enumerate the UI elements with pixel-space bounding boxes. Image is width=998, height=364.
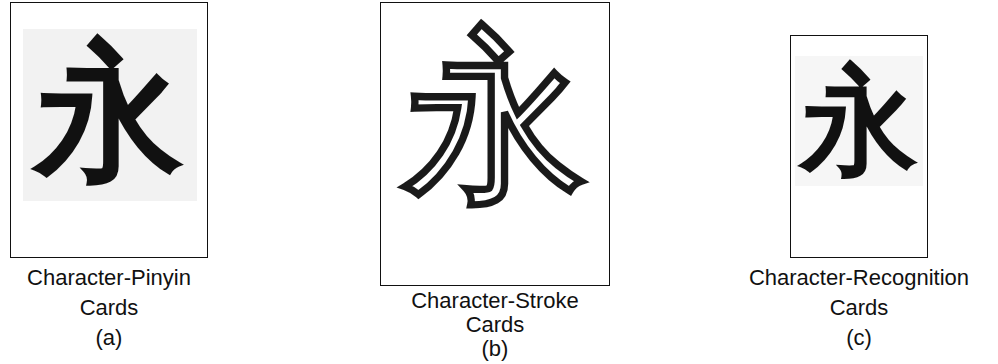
caption-letter: (c) — [739, 323, 979, 353]
caption-title: Character-Recognition Cards — [739, 263, 979, 323]
flash-card: 永Character-Recognition Cards(c) — [790, 35, 928, 258]
caption-letter: (a) — [14, 323, 204, 353]
flash-card: 永Character-Stroke Cards(b) — [380, 2, 610, 286]
card-caption: Character-Pinyin Cards(a) — [14, 263, 204, 353]
stroke-character: 永 — [381, 24, 609, 209]
flash-card: 永Character-Pinyin Cards(a) — [10, 2, 208, 258]
caption-letter: (b) — [400, 337, 590, 361]
character-glyph: 永 — [11, 36, 207, 186]
card-caption: Character-Recognition Cards(c) — [739, 263, 979, 353]
caption-title: Character-Stroke Cards — [400, 289, 590, 337]
character-glyph: 永 — [791, 62, 927, 180]
card-caption: Character-Stroke Cards(b) — [400, 289, 590, 361]
caption-title: Character-Pinyin Cards — [14, 263, 204, 323]
